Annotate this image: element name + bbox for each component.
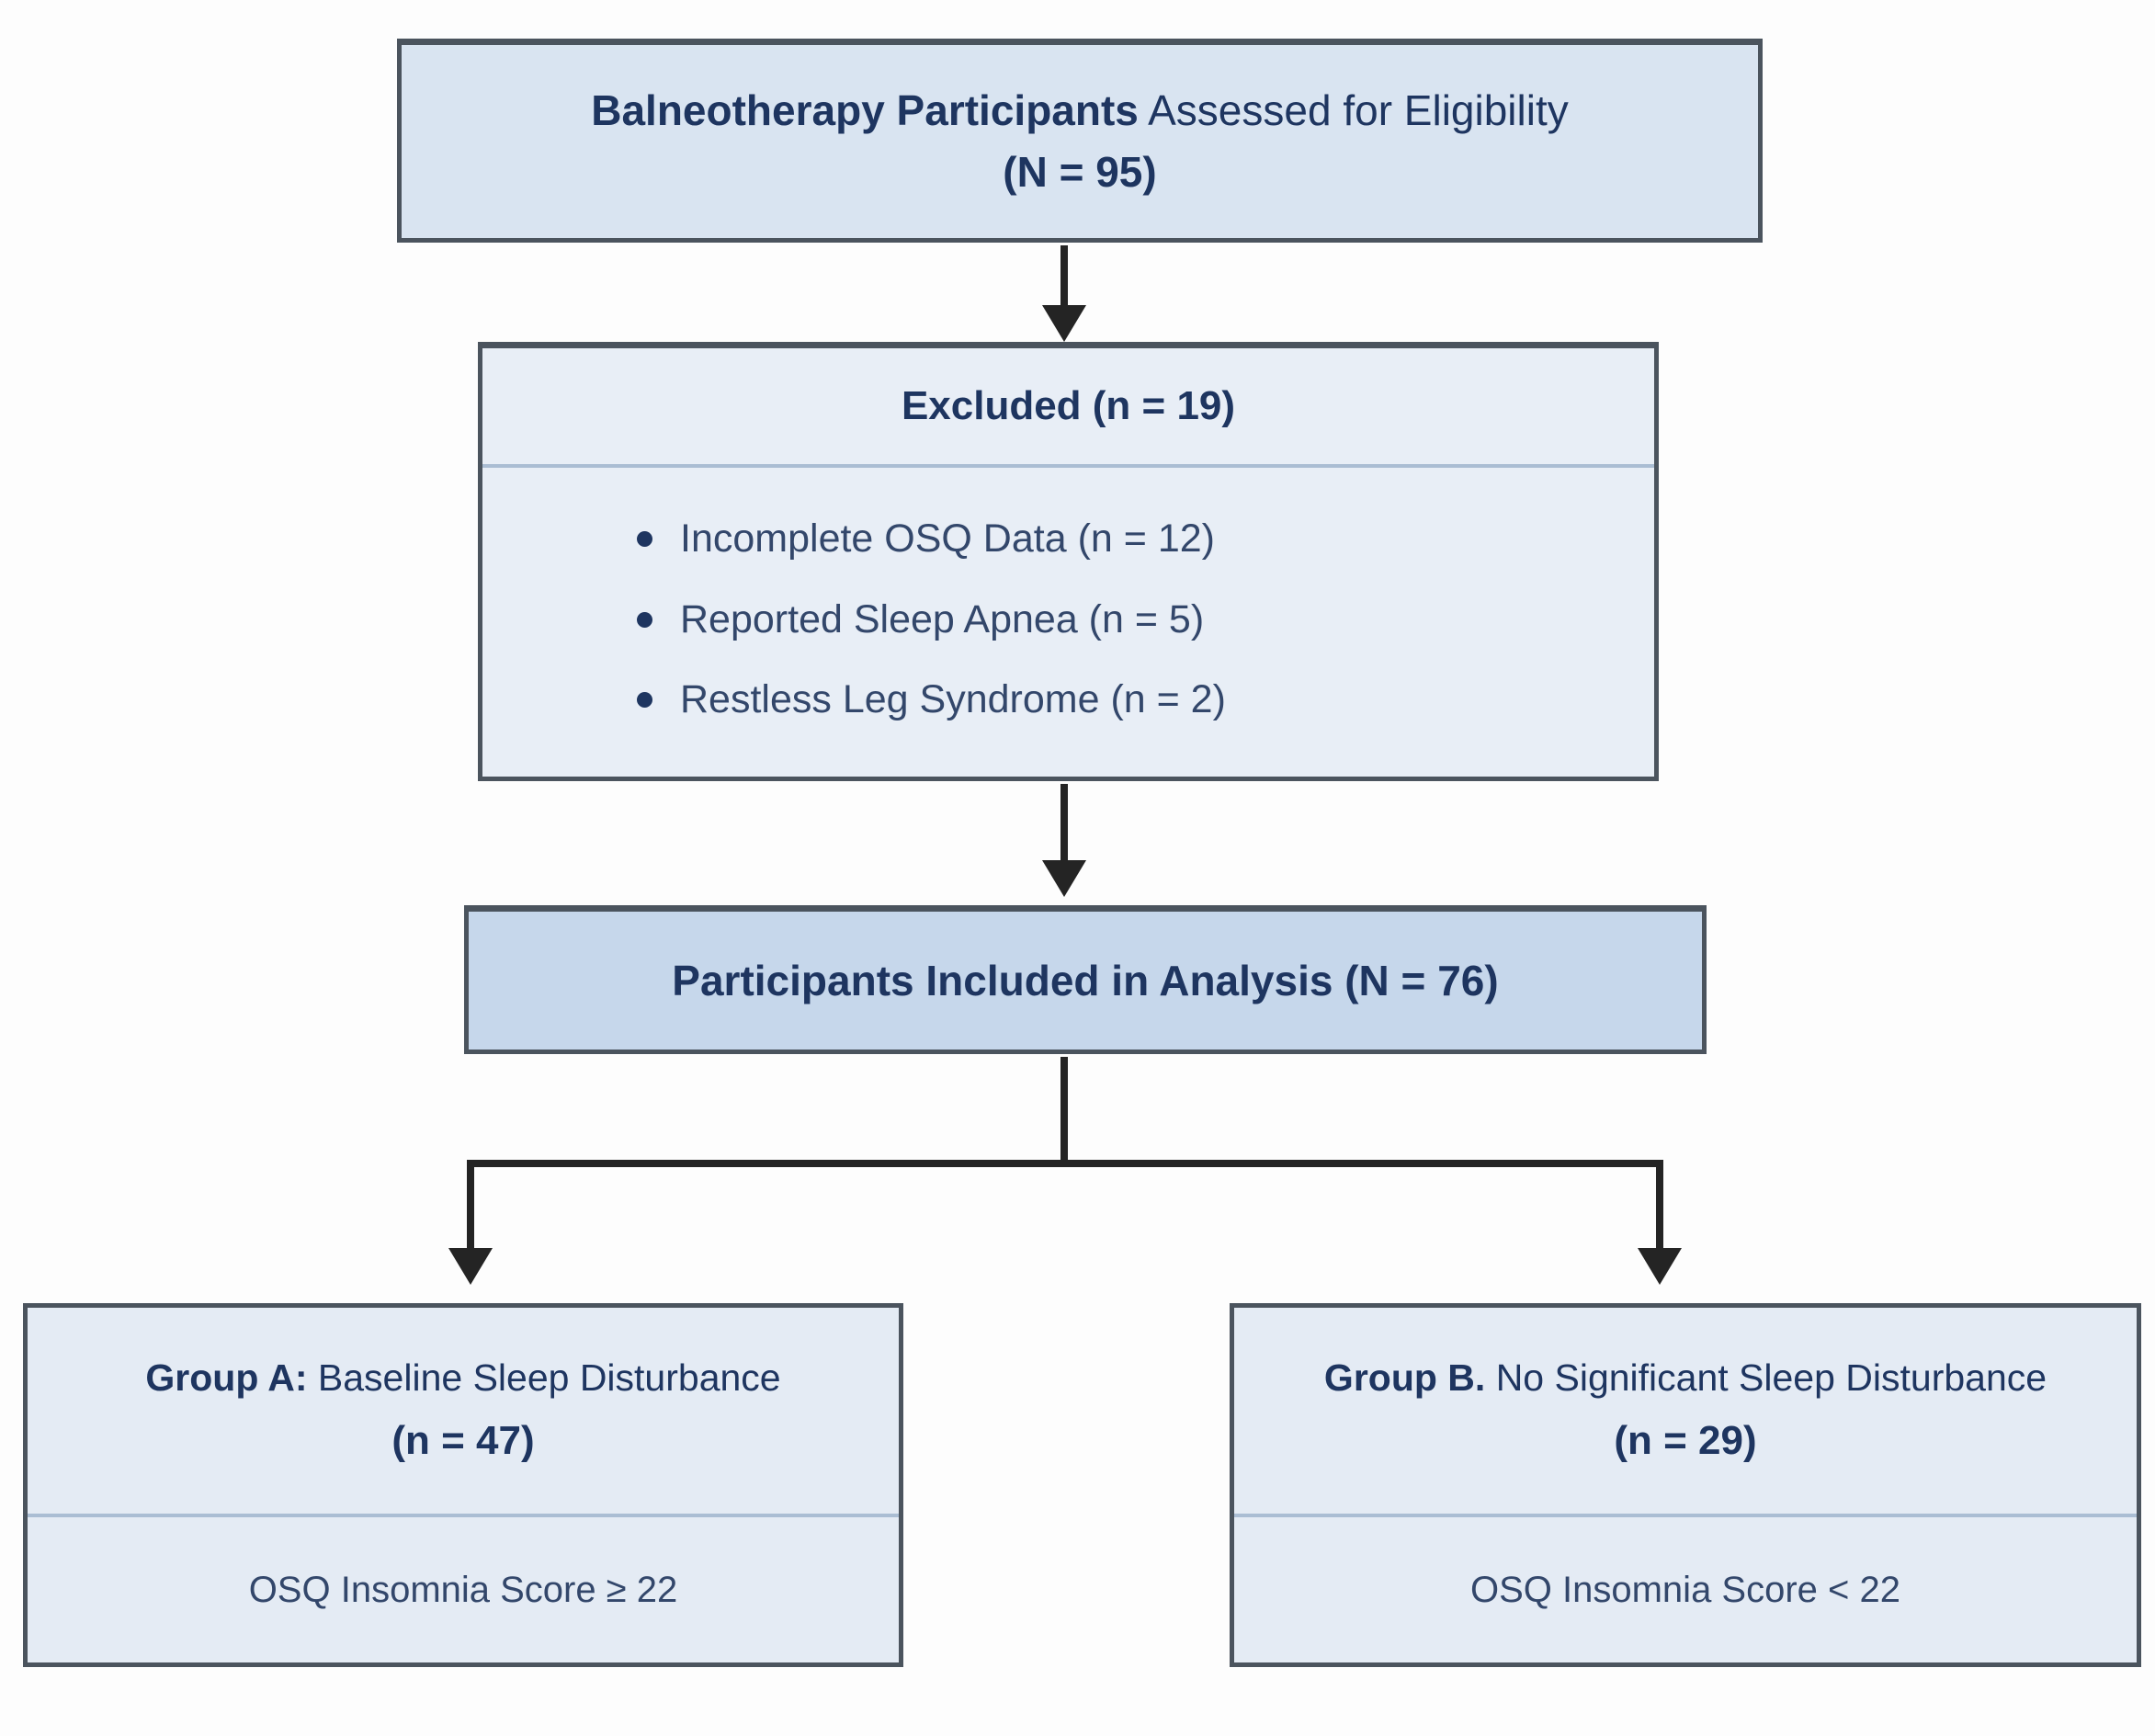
group-a-count: (n = 47) (391, 1417, 535, 1463)
group-b-title-rest: No Significant Sleep Disturbance (1485, 1356, 2047, 1400)
group-b-criteria: OSQ Insomnia Score < 22 (1469, 1569, 1900, 1610)
bullet-icon (637, 611, 652, 628)
group-b-title-section: Group B. No Significant Sleep Disturbanc… (1234, 1308, 2137, 1514)
excluded-list: Incomplete OSQ Data (n = 12) Reported Sl… (482, 468, 1654, 777)
connector-stem (1060, 1057, 1068, 1165)
excluded-item: Reported Sleep Apnea (n = 5) (637, 597, 1627, 642)
excluded-item-label: Incomplete OSQ Data (n = 12) (680, 516, 1215, 561)
excluded-header: Excluded (n = 19) (901, 383, 1236, 428)
arrow-down-icon-right (1638, 1248, 1682, 1285)
group-b-count: (n = 29) (1614, 1417, 1757, 1463)
group-b-title-bold: Group B. (1323, 1356, 1486, 1400)
group-a-divider (28, 1514, 899, 1517)
group-b-title: Group B. No Significant Sleep Disturbanc… (1324, 1357, 2047, 1399)
eligibility-box: Balneotherapy Participants Assessed for … (397, 39, 1763, 243)
group-a-title: Group A: Baseline Sleep Disturbance (145, 1357, 780, 1399)
eligibility-title-rest: Assessed for Eligibility (1138, 86, 1569, 135)
group-a-box: Group A: Baseline Sleep Disturbance (n =… (23, 1303, 903, 1667)
group-b-box: Group B. No Significant Sleep Disturbanc… (1230, 1303, 2141, 1667)
excluded-item: Incomplete OSQ Data (n = 12) (637, 516, 1627, 562)
group-b-divider (1234, 1514, 2137, 1517)
connector-horizontal (467, 1160, 1663, 1167)
group-a-criteria: OSQ Insomnia Score ≥ 22 (248, 1569, 678, 1610)
eligibility-count: (N = 95) (1003, 148, 1157, 196)
group-a-title-rest: Baseline Sleep Disturbance (307, 1356, 781, 1400)
group-a-title-section: Group A: Baseline Sleep Disturbance (n =… (28, 1308, 899, 1514)
arrow-down-icon-left (448, 1248, 493, 1285)
connector-left-drop (467, 1160, 474, 1254)
excluded-box: Excluded (n = 19) Incomplete OSQ Data (n… (478, 342, 1659, 781)
arrow-line-2 (1060, 784, 1068, 867)
excluded-item: Restless Leg Syndrome (n = 2) (637, 677, 1627, 722)
arrow-down-icon-1 (1042, 305, 1086, 342)
included-box: Participants Included in Analysis (N = 7… (464, 905, 1707, 1054)
arrow-line-1 (1060, 245, 1068, 312)
group-a-title-bold: Group A: (145, 1356, 308, 1400)
excluded-item-label: Reported Sleep Apnea (n = 5) (680, 596, 1205, 641)
excluded-item-label: Restless Leg Syndrome (n = 2) (680, 677, 1226, 722)
excluded-divider (482, 464, 1654, 468)
connector-right-drop (1656, 1160, 1663, 1254)
arrow-down-icon-2 (1042, 860, 1086, 897)
bullet-icon (637, 692, 652, 709)
eligibility-title: Balneotherapy Participants Assessed for … (591, 87, 1569, 134)
eligibility-title-bold: Balneotherapy Participants (591, 86, 1139, 135)
included-label: Participants Included in Analysis (N = 7… (672, 956, 1499, 1004)
bullet-icon (637, 530, 652, 547)
